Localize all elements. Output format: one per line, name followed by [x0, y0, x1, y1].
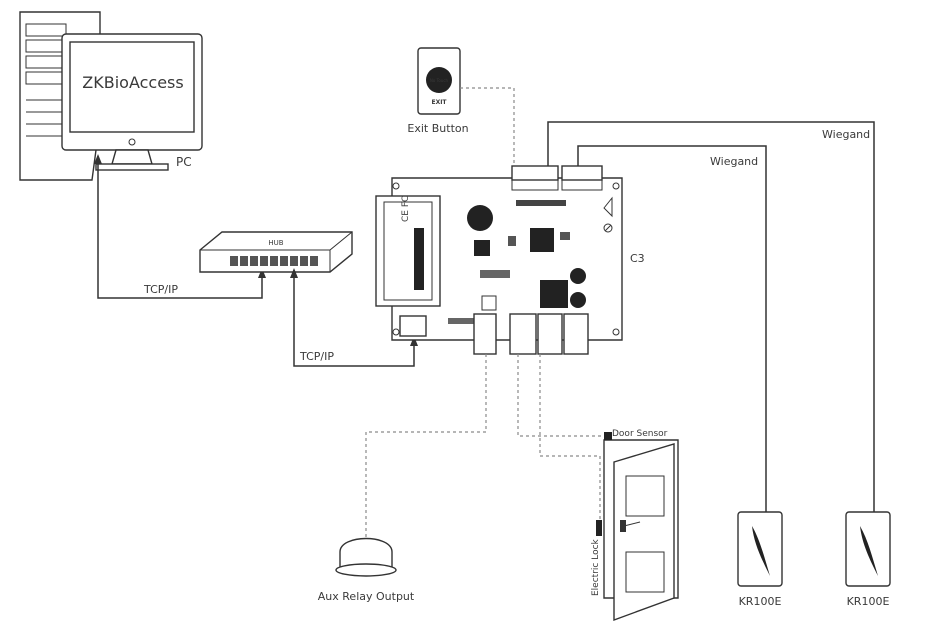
door-sensor-label: Door Sensor [612, 429, 668, 439]
wiegand-wire-1: Wiegand [547, 121, 875, 512]
controller-ethernet-port [399, 315, 427, 337]
reader-1: KR100E [737, 511, 783, 608]
controller-label: C3 [630, 252, 645, 265]
network-hub: HUB [199, 231, 353, 273]
pc-monitor [61, 33, 203, 171]
pc: ZKBioAccess PC [19, 11, 203, 181]
exit-button-sub-text: No Touch [430, 78, 449, 83]
controller-bottom-terminals [473, 295, 589, 355]
pc-hub-link: TCP/IP [94, 154, 266, 299]
exit-button-label: Exit Button [407, 122, 468, 135]
controller-cert-text: CE FC [401, 196, 411, 222]
wiegand-wire-2: Wiegand [577, 145, 767, 512]
aux-relay-output: Aux Relay Output [318, 537, 415, 603]
aux-relay-label: Aux Relay Output [318, 590, 415, 603]
pc-screen-text: ZKBioAccess [82, 73, 183, 92]
c3-controller: CE FC C3 [375, 165, 645, 355]
reader-2-label: KR100E [847, 595, 890, 608]
wiegand-label-2: Wiegand [710, 155, 758, 168]
hub-controller-link: TCP/IP [290, 268, 418, 367]
door-wires [517, 354, 606, 526]
wiegand-label-1: Wiegand [822, 128, 870, 141]
door-sensor [604, 432, 612, 440]
electric-lock [596, 520, 602, 536]
hub-text: HUB [268, 239, 283, 247]
reader-2: KR100E [845, 511, 891, 608]
exit-button-face-text: EXIT [431, 99, 447, 106]
exit-button: No Touch EXIT Exit Button [407, 47, 469, 135]
electric-lock-label: Electric Lock [591, 538, 601, 596]
controller-top-terminals [511, 165, 603, 191]
exit-button-wire [460, 87, 515, 168]
door: Door Sensor Electric Lock [591, 429, 679, 622]
aux-relay-wire [365, 354, 487, 540]
hub-ports [230, 256, 318, 266]
tcp-ip-label-left: TCP/IP [143, 283, 178, 296]
reader-1-label: KR100E [739, 595, 782, 608]
tcp-ip-label-right: TCP/IP [299, 350, 334, 363]
pc-label: PC [176, 155, 192, 169]
